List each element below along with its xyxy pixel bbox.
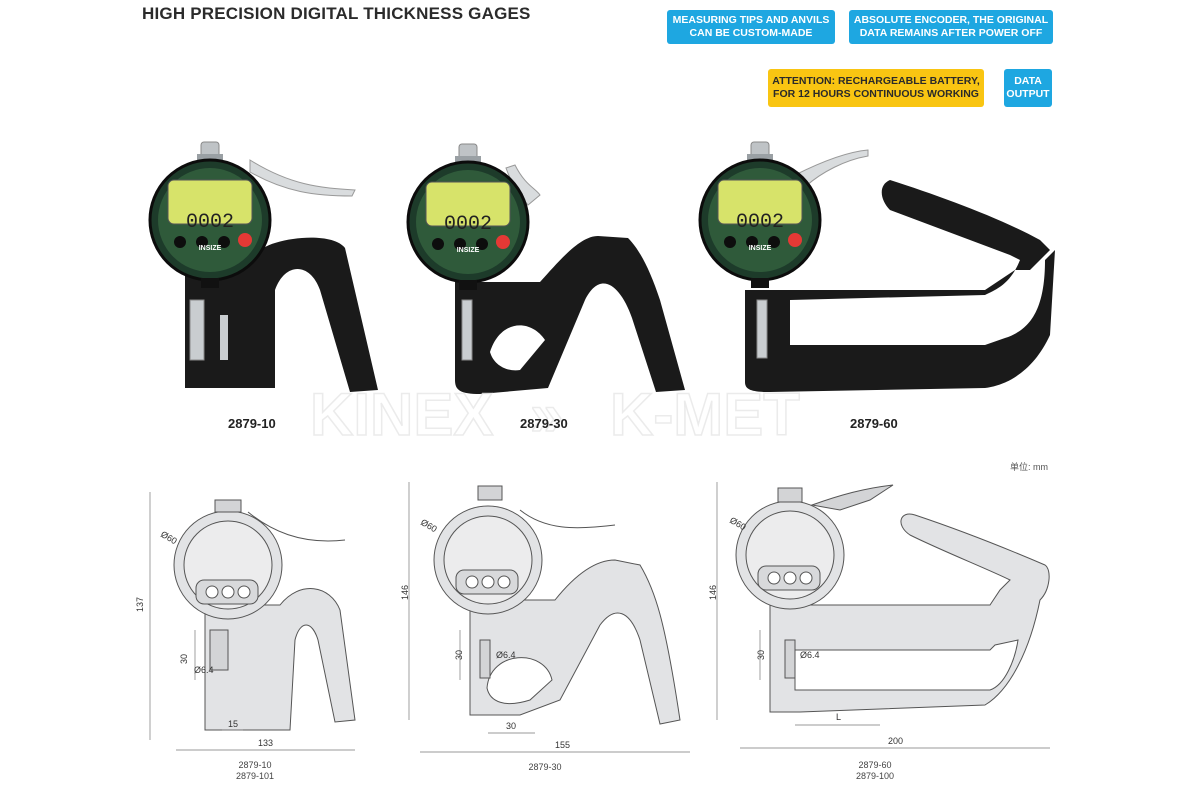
technical-drawing-2 [408,482,690,753]
dim-dial-2: Ø60 [419,517,439,534]
watermark-arrows: » [530,381,563,448]
watermark-right: K-MET [610,381,800,448]
product-photo-2879-30 [406,142,685,394]
encoder-badge: ABSOLUTE ENCODER, THE ORIGINAL DATA REMA… [849,10,1053,44]
model-label-2879-60: 2879-60 [850,416,898,431]
dim-tip-3: Ø6.4 [800,650,820,660]
drawing-caption-2: 2879-30 [528,762,562,772]
dim-tip-1: Ø6.4 [194,665,214,675]
data-output-badge: DATA OUTPUT [1004,69,1052,107]
lcd-value-3: 0002 [736,211,784,234]
product-photo-2879-10 [148,140,378,392]
battery-badge: ATTENTION: RECHARGEABLE BATTERY, FOR 12 … [768,69,984,107]
lcd-value-2: 0002 [444,213,492,236]
dim-height-2: 146 [400,585,410,600]
dim-anvil-1: 15 [228,719,238,729]
dim-depth-2: 30 [454,650,464,660]
model-label-2879-10: 2879-10 [228,416,276,431]
dim-width-3: 200 [888,736,903,746]
dim-depth-1: 30 [179,654,189,664]
product-photo-2879-60 [698,140,1055,392]
drawing-caption-1: 2879-10 2879-101 [235,760,275,781]
page-title: HIGH PRECISION DIGITAL THICKNESS GAGES [142,4,531,23]
dim-width-2: 155 [555,740,570,750]
watermark-left: KINEX [310,381,493,448]
dim-height-1: 137 [135,597,145,612]
dim-tip-2: Ø6.4 [496,650,516,660]
unit-note: 单位: mm [1010,462,1048,472]
brand-logo-3: INSIZE [749,245,772,252]
dim-depth-3: 30 [756,650,766,660]
lcd-readout-3: 0002 INSIZE [736,211,784,252]
dim-dial-1: Ø60 [159,529,179,546]
technical-drawing-1 [149,492,356,751]
dim-width-1: 133 [258,738,273,748]
technical-drawing-3 [716,482,1050,749]
brand-logo-2: INSIZE [457,247,480,254]
lcd-value-1: 0002 [186,211,234,234]
dim-anvil-3: L [836,712,841,722]
dim-height-3: 146 [708,585,718,600]
watermark: KINEX » K-MET [309,380,800,449]
lcd-readout-2: 0002 INSIZE [444,213,492,254]
brand-logo-1: INSIZE [199,245,222,252]
drawing-caption-3: 2879-60 2879-100 [855,760,895,781]
custom-tips-badge: MEASURING TIPS AND ANVILS CAN BE CUSTOM-… [667,10,835,44]
dim-anvil-2: 30 [506,721,516,731]
model-label-2879-30: 2879-30 [520,416,568,431]
lcd-readout-1: 0002 INSIZE [186,211,234,252]
